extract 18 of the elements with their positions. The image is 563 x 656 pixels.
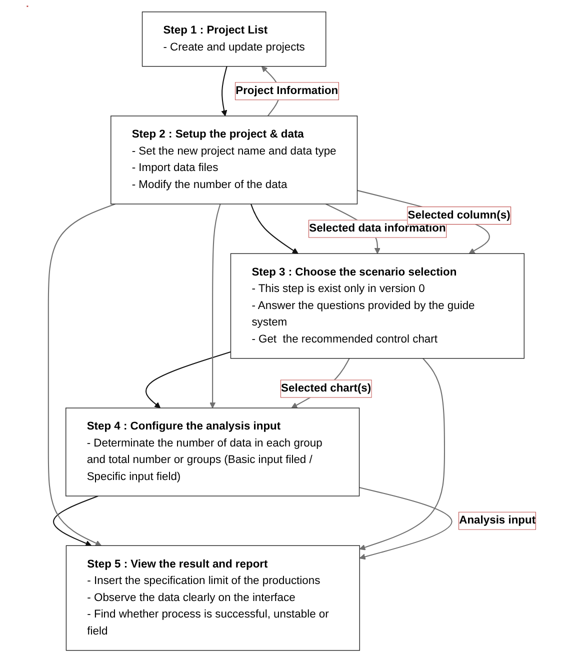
edge-label: Selected data information [309, 222, 446, 234]
node-box: Step 5 : View the result and report - Insert the specification limit of the productions - Observe the data clearly on the interface - Find whether process is successful, unstable or field [66, 545, 360, 651]
arrow [48, 204, 116, 546]
node-box: Step 2 : Setup the project & data - Set the new project name and data type - Import data files - Modify the number of the data [110, 116, 358, 204]
edge-label: Project Information [236, 84, 338, 97]
arrow [359, 358, 446, 550]
node-box: Step 4 : Configure the analysis input - Determinate the number of data in each group and total number or groups (Basic input filed / Specific input field) [66, 408, 360, 496]
arrow [250, 204, 298, 254]
arrow [53, 496, 98, 546]
node-box: Step 1 : Project List - Create and update projects [142, 12, 326, 67]
edge-label: Analysis input [459, 514, 536, 526]
node-box: Step 3 : Choose the scenario selection - This step is exist only in version 0 - Answer the questions provided by the guide system - Get the recommended control chart [230, 253, 524, 359]
arrow [210, 204, 221, 408]
edge-label: Selected chart(s) [281, 382, 372, 394]
arrow [146, 351, 231, 408]
arrow [359, 486, 452, 560]
edge-label: Selected column(s) [408, 209, 510, 222]
arrow [221, 66, 228, 116]
